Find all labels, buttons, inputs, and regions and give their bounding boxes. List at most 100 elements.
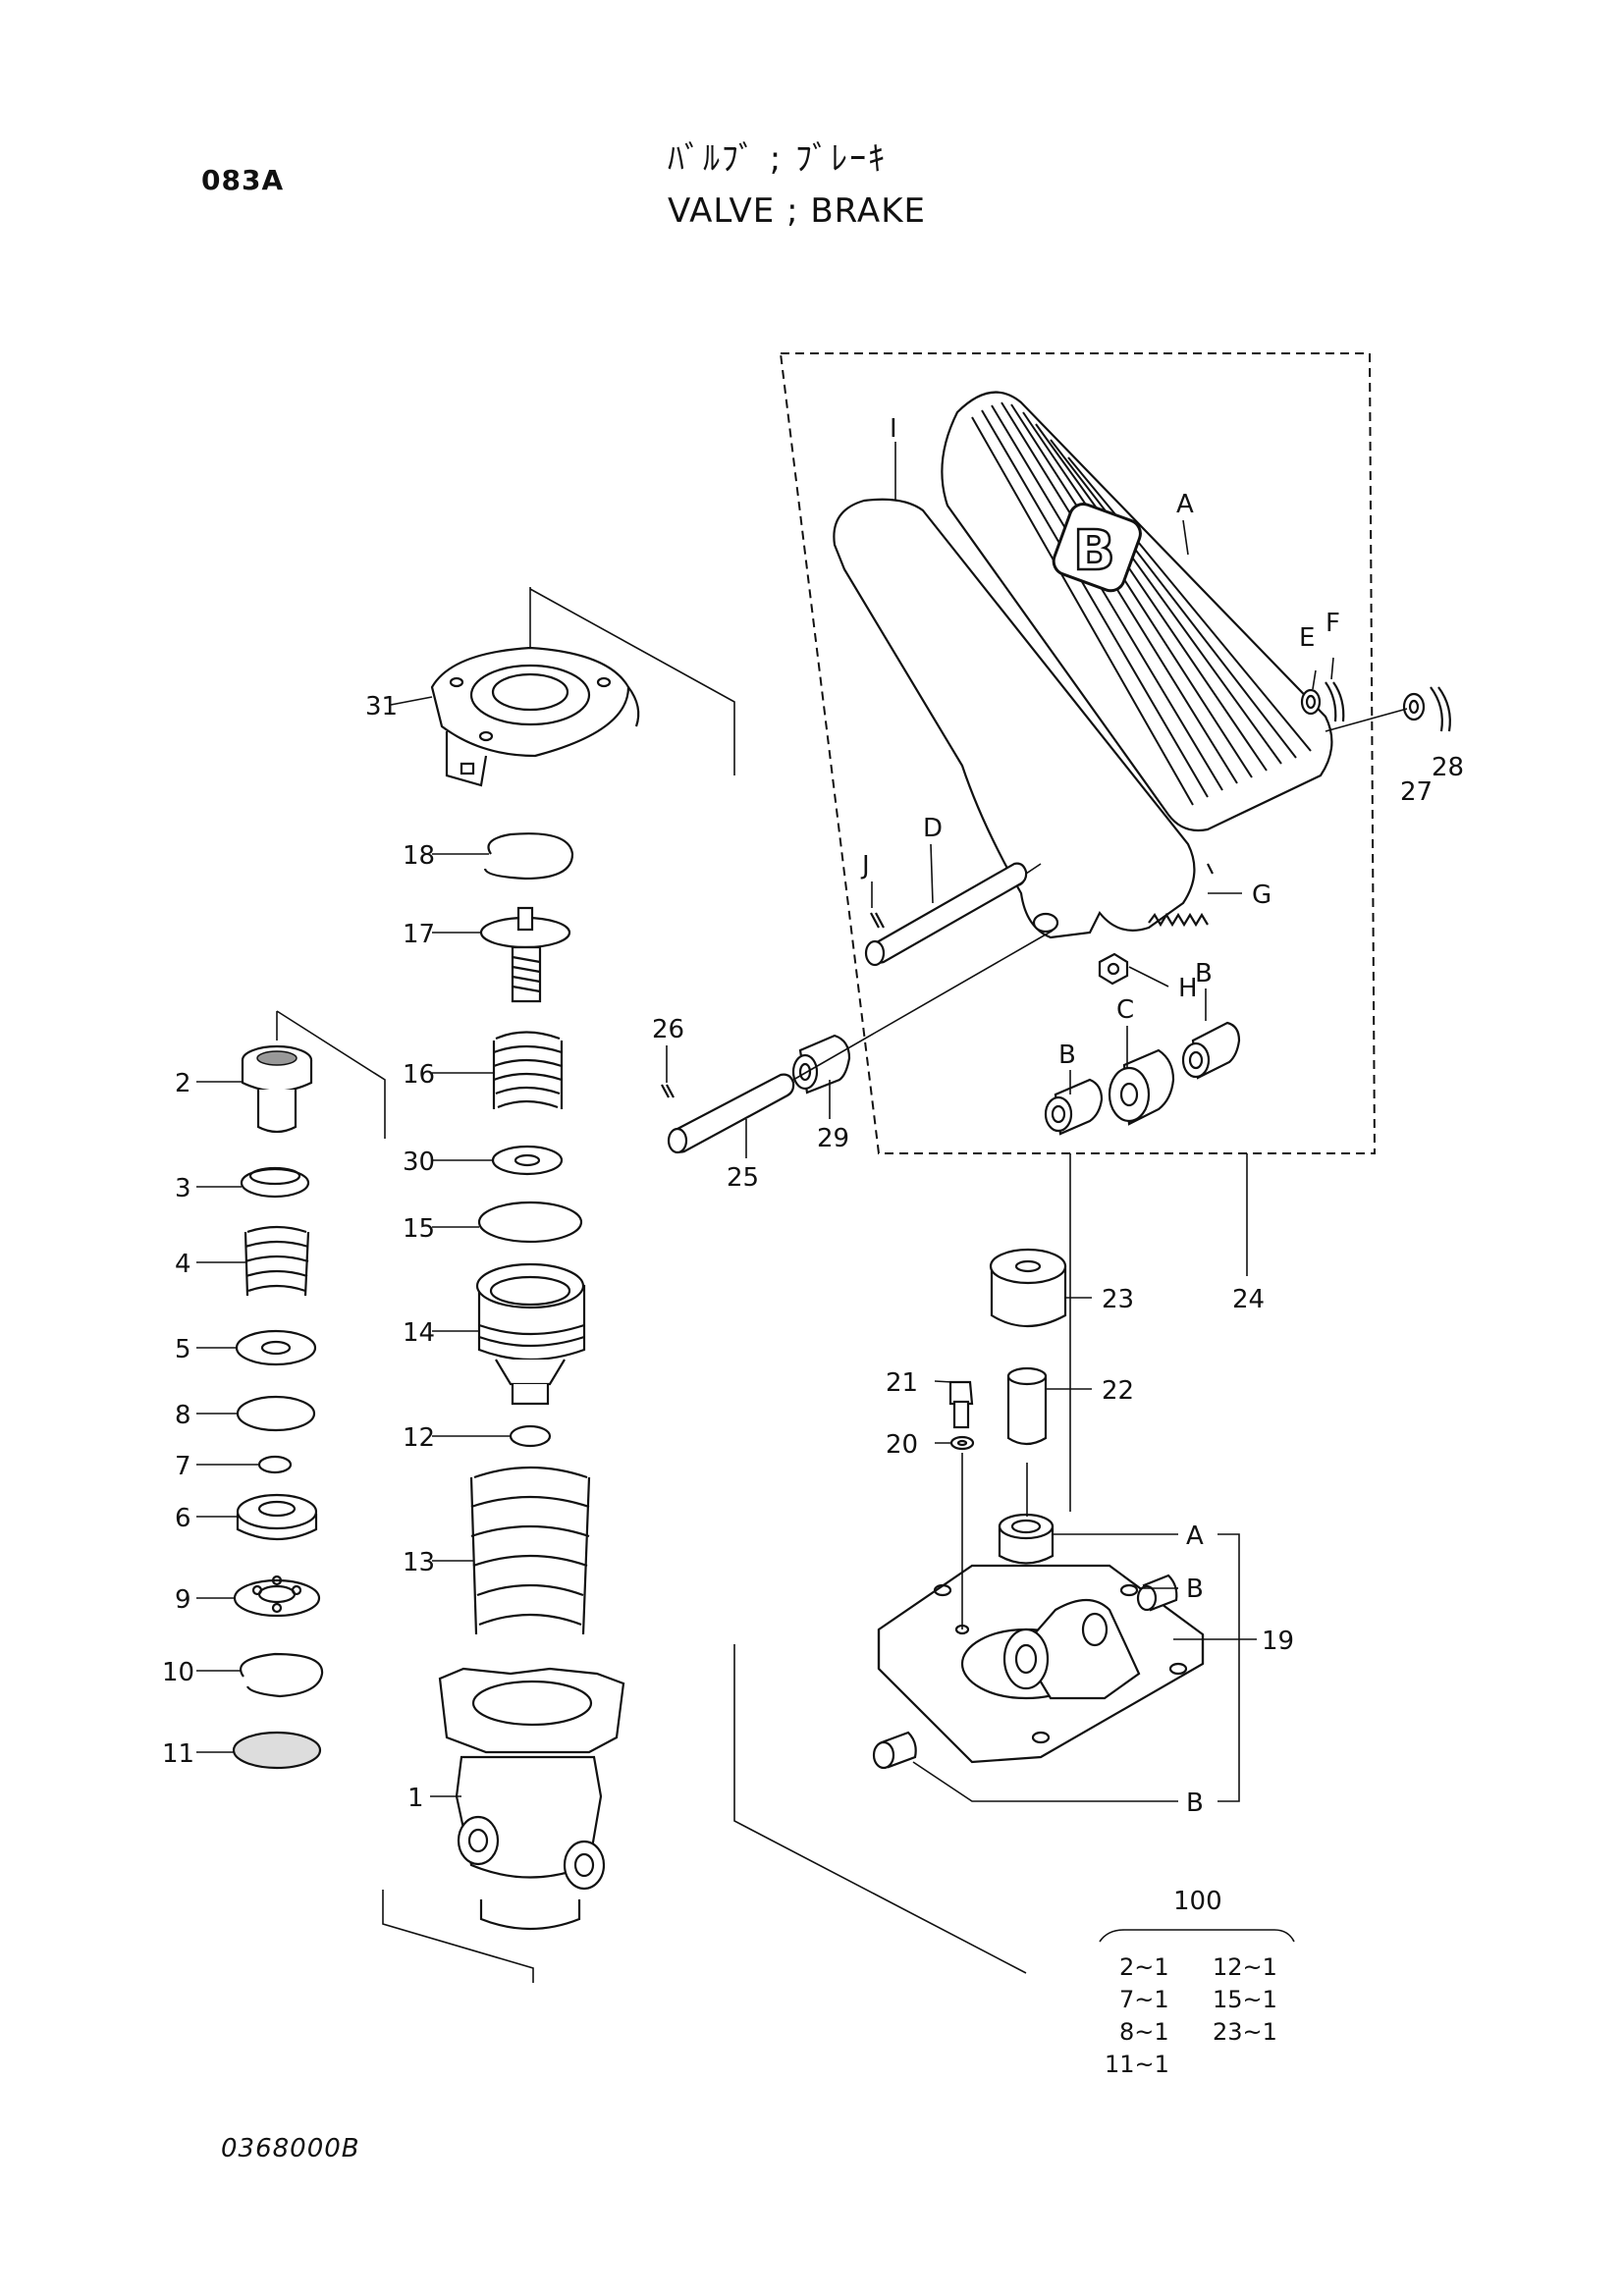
repair-kit-table: 100 2~1 12~1 7~1 15~1 8~1 23~1 11~1 [1099, 1887, 1295, 2078]
callout-20: 20 [886, 1430, 918, 1460]
callout-23: 23 [1102, 1285, 1134, 1314]
bushing-B-upper [1181, 1021, 1241, 1080]
callout-3: 3 [175, 1174, 191, 1203]
callout-9: 9 [175, 1585, 191, 1615]
callout-4: 4 [175, 1250, 191, 1279]
bushing-19B-right [1136, 1574, 1178, 1612]
callout-B-upper: B [1195, 959, 1213, 988]
washer-30 [491, 1145, 564, 1176]
callout-27: 27 [1400, 777, 1433, 807]
callout-21: 21 [886, 1368, 918, 1398]
o-ring-12 [509, 1424, 552, 1448]
bushing-C [1108, 1048, 1175, 1126]
kit-item: 7~1 [1119, 1986, 1169, 2013]
kit-number: 100 [1173, 1887, 1222, 1916]
spring-4 [243, 1225, 310, 1297]
callout-24: 24 [1232, 1285, 1265, 1314]
valve-housing-1 [438, 1667, 625, 1931]
kit-item: 15~1 [1213, 1986, 1277, 2013]
callout-19-B-bottom: B [1186, 1789, 1204, 1818]
callout-30: 30 [403, 1148, 435, 1177]
cover-31 [430, 646, 640, 787]
bushing-29 [791, 1034, 851, 1095]
diagram-code: 083A [201, 164, 285, 196]
title-japanese: ﾊﾞﾙﾌﾞ ; ﾌﾞﾚｰｷ [668, 139, 888, 179]
filter-11 [232, 1731, 322, 1770]
callout-26: 26 [652, 1015, 684, 1044]
spring-16 [492, 1031, 564, 1109]
callout-31: 31 [365, 692, 398, 721]
callout-J: J [860, 851, 870, 881]
callout-11: 11 [162, 1739, 194, 1769]
callout-5: 5 [175, 1335, 191, 1364]
clip-F [1325, 681, 1345, 722]
callout-7: 7 [175, 1452, 191, 1481]
callout-13: 13 [403, 1548, 435, 1577]
washer-E [1300, 688, 1322, 716]
spring-13 [469, 1466, 591, 1635]
cotter-pin-J [870, 912, 885, 929]
pedal-brand-letter: B [1073, 519, 1115, 583]
callout-D: D [923, 814, 943, 843]
kit-item: 11~1 [1105, 2051, 1169, 2078]
bushing-19B-left [872, 1731, 917, 1770]
callout-28: 28 [1432, 753, 1464, 782]
o-ring-15 [477, 1201, 583, 1244]
kit-item: 2~1 [1119, 1953, 1169, 1981]
pin-25 [667, 1073, 795, 1154]
callout-B-lower: B [1058, 1041, 1076, 1070]
kit-item: 8~1 [1119, 2018, 1169, 2046]
snap-ring-10 [240, 1652, 324, 1698]
callout-A: A [1176, 490, 1194, 519]
callout-E: E [1299, 623, 1315, 653]
callout-19: 19 [1262, 1627, 1294, 1656]
snap-ring-18 [483, 832, 574, 881]
callout-19-B-top: B [1186, 1575, 1204, 1604]
callout-H: H [1178, 974, 1198, 1003]
clip-28 [1430, 686, 1451, 732]
callout-6: 6 [175, 1504, 191, 1533]
bushing-B-lower [1044, 1078, 1104, 1136]
seal-ring-3 [240, 1166, 310, 1199]
pedal-assembly-boundary [779, 352, 1377, 1154]
cup-19A [998, 1513, 1055, 1565]
spring-G [1148, 863, 1214, 928]
callout-19-A: A [1186, 1522, 1204, 1551]
callout-14: 14 [403, 1318, 435, 1348]
stopper-23 [989, 1248, 1067, 1328]
callout-29: 29 [817, 1124, 849, 1153]
kit-item: 23~1 [1213, 2018, 1277, 2046]
pin-D [864, 862, 1028, 967]
o-ring-8 [236, 1395, 316, 1432]
callout-C: C [1116, 995, 1134, 1025]
valve-seat-6 [236, 1493, 318, 1541]
callout-18: 18 [403, 841, 435, 871]
title-english: VALVE ; BRAKE [668, 191, 926, 231]
base-plate-19 [877, 1564, 1205, 1764]
washer-27 [1402, 692, 1426, 721]
callout-10: 10 [162, 1658, 194, 1687]
bolt-21 [948, 1380, 974, 1429]
callout-17: 17 [403, 920, 435, 949]
callout-16: 16 [403, 1060, 435, 1090]
valve-cap-17 [479, 906, 571, 1003]
callout-12: 12 [403, 1423, 435, 1453]
callout-22: 22 [1102, 1376, 1134, 1406]
washer-5 [235, 1329, 317, 1366]
callout-2: 2 [175, 1069, 191, 1098]
pedal-pad-A: B [941, 391, 1333, 832]
valve-plate-9 [233, 1575, 321, 1618]
pin-22 [1006, 1366, 1048, 1446]
callout-15: 15 [403, 1214, 435, 1244]
cotter-pin-26 [661, 1084, 675, 1098]
washer-20 [949, 1435, 975, 1451]
callout-1: 1 [407, 1784, 424, 1813]
nut-H [1098, 952, 1129, 986]
callout-F: F [1325, 609, 1340, 638]
callout-G: G [1252, 881, 1271, 910]
callout-I: I [890, 414, 897, 444]
kit-item: 12~1 [1213, 1953, 1277, 1981]
o-ring-7 [257, 1455, 293, 1474]
